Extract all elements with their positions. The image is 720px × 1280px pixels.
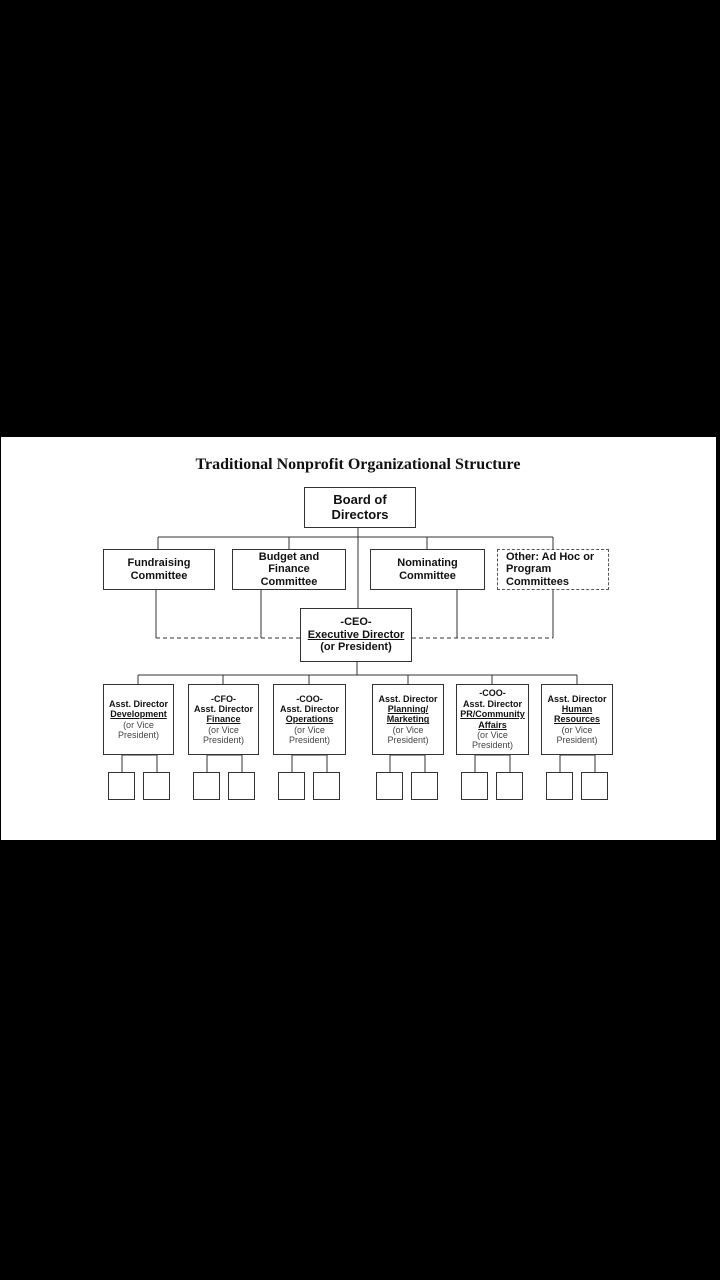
connector-staff-5: [474, 754, 511, 772]
director-4-note-1: (or Vice: [392, 724, 424, 735]
director-2-note-2: President): [202, 735, 245, 746]
nominating-committee-box: Nominating Committee: [370, 549, 485, 590]
fundraising-committee-box: Fundraising Committee: [103, 549, 215, 590]
director-6-title: Asst. Director: [547, 693, 607, 704]
staff-box: [546, 772, 573, 800]
director-3-title: Asst. Director: [279, 703, 340, 714]
director-6-dept: Human Resources: [553, 703, 601, 725]
staff-box: [228, 772, 255, 800]
director-development-box: Asst. Director Development (or Vice Pres…: [103, 684, 174, 755]
connector-staff-4: [389, 754, 426, 772]
director-6-note-1: (or Vice: [561, 724, 593, 735]
director-5-note-2: President): [471, 740, 514, 751]
committee-4-line-1: Other: Ad Hoc or: [506, 550, 595, 563]
director-2-pre: -CFO-: [211, 693, 236, 704]
staff-box: [461, 772, 488, 800]
connector-staff-2: [206, 754, 243, 772]
staff-box: [581, 772, 608, 800]
director-1-note-2: President): [117, 729, 160, 740]
ceo-line-2: Executive Director: [307, 628, 405, 641]
director-3-note-2: President): [288, 735, 331, 746]
director-2-title: Asst. Director: [193, 703, 254, 714]
ceo-line-1: -CEO-: [340, 616, 372, 629]
connector-staff-6: [559, 754, 596, 772]
director-5-pre: -COO-: [479, 688, 506, 699]
staff-box: [193, 772, 220, 800]
staff-box: [108, 772, 135, 800]
director-4-note-2: President): [387, 735, 429, 746]
connector-staff-1: [121, 754, 158, 772]
committee-4-line-3: Committees: [506, 575, 569, 588]
director-5-title: Asst. Director: [462, 698, 523, 709]
director-1-dept: Development: [110, 709, 167, 720]
director-1-note-1: (or Vice: [123, 719, 154, 730]
director-finance-box: -CFO- Asst. Director Finance (or Vice Pr…: [188, 684, 259, 755]
committee-2-line-2: Finance: [268, 563, 310, 576]
director-operations-box: -COO- Asst. Director Operations (or Vice…: [273, 684, 346, 755]
staff-box: [313, 772, 340, 800]
committee-3-line-1: Nominating: [397, 556, 458, 569]
board-line-1: Board of: [333, 491, 387, 507]
director-2-dept: Finance: [206, 714, 241, 725]
committee-1-line-1: Fundraising: [127, 556, 191, 569]
staff-box: [376, 772, 403, 800]
ceo-executive-director-box: -CEO- Executive Director (or President): [300, 608, 412, 662]
budget-finance-committee-box: Budget and Finance Committee: [232, 549, 346, 590]
staff-box: [143, 772, 170, 800]
board-line-2: Directors: [331, 506, 389, 522]
committee-4-line-2: Program: [506, 563, 552, 576]
director-4-dept: Planning/ Marketing: [386, 703, 430, 725]
director-6-note-2: President): [556, 735, 598, 746]
director-1-title: Asst. Director: [108, 698, 169, 709]
director-3-dept: Operations: [285, 714, 334, 725]
director-4-title: Asst. Director: [378, 693, 438, 704]
board-of-directors-box: Board of Directors: [304, 487, 416, 528]
committee-1-line-2: Committee: [130, 569, 188, 582]
director-3-pre: -COO-: [296, 693, 323, 704]
committee-2-line-3: Committee: [260, 575, 318, 588]
other-committees-box: Other: Ad Hoc or Program Committees: [497, 549, 609, 590]
director-5-note-1: (or Vice: [477, 729, 508, 740]
committee-2-line-1: Budget and: [258, 550, 320, 563]
director-5-dept: PR/Community Affairs: [460, 709, 525, 730]
director-human-resources-box: Asst. Director Human Resources (or Vice …: [541, 684, 613, 755]
committee-3-line-2: Committee: [399, 569, 456, 582]
director-pr-community-box: -COO- Asst. Director PR/Community Affair…: [456, 684, 529, 755]
director-2-note-1: (or Vice: [208, 724, 239, 735]
ceo-line-3: (or President): [320, 641, 392, 654]
staff-box: [411, 772, 438, 800]
director-3-note-1: (or Vice: [294, 724, 325, 735]
chart-title: Traditional Nonprofit Organizational Str…: [195, 456, 521, 473]
connector-staff-3: [291, 754, 328, 772]
staff-box: [496, 772, 523, 800]
staff-box: [278, 772, 305, 800]
director-planning-marketing-box: Asst. Director Planning/ Marketing (or V…: [372, 684, 444, 755]
